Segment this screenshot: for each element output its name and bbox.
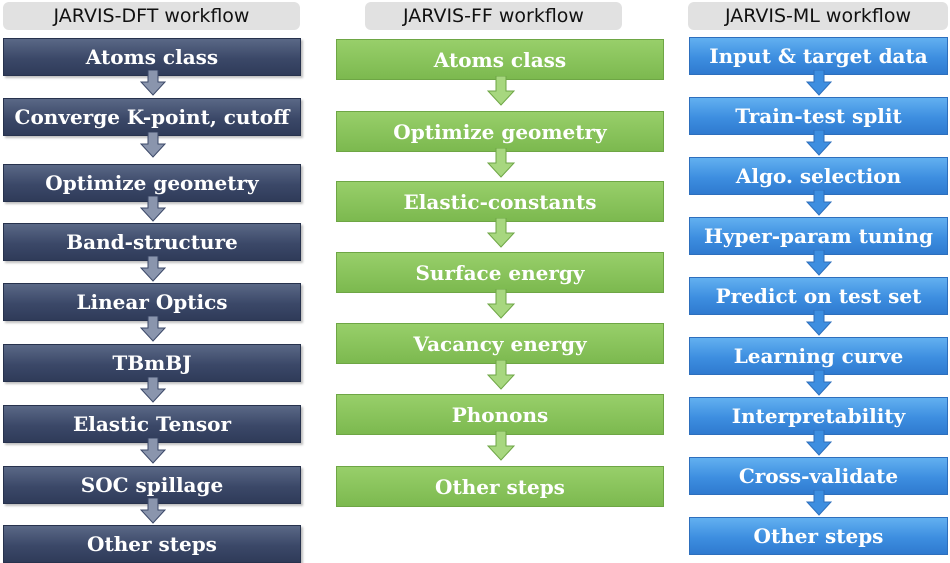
dft-step: Linear Optics xyxy=(3,283,301,321)
down-arrow-icon xyxy=(487,431,515,461)
dft-workflow-column: Atoms class Converge K-point, cutoff Opt… xyxy=(3,38,301,563)
down-arrow-icon xyxy=(487,218,515,248)
down-arrow-icon xyxy=(806,250,832,276)
ff-workflow-column: Atoms class Optimize geometry Elastic-co… xyxy=(336,36,664,510)
down-arrow-icon xyxy=(140,498,166,524)
down-arrow-icon xyxy=(140,132,166,158)
down-arrow-icon xyxy=(806,310,832,336)
down-arrow-icon xyxy=(487,360,515,390)
ml-step: Train-test split xyxy=(689,97,948,135)
down-arrow-icon xyxy=(806,430,832,456)
dft-step: Elastic Tensor xyxy=(3,405,301,443)
ff-step: Vacancy energy xyxy=(336,323,664,364)
ff-workflow-title: JARVIS-FF workflow xyxy=(365,2,622,30)
down-arrow-icon xyxy=(140,438,166,464)
down-arrow-icon xyxy=(140,70,166,96)
ml-step: Algo. selection xyxy=(689,157,948,195)
ml-step: Input & target data xyxy=(689,37,948,75)
down-arrow-icon xyxy=(806,130,832,156)
down-arrow-icon xyxy=(140,377,166,403)
down-arrow-icon xyxy=(806,370,832,396)
down-arrow-icon xyxy=(487,148,515,178)
down-arrow-icon xyxy=(806,490,832,516)
ff-step: Optimize geometry xyxy=(336,111,664,152)
ml-workflow-column: Input & target data Train-test split Alg… xyxy=(689,36,948,558)
down-arrow-icon xyxy=(140,316,166,342)
ml-step: Predict on test set xyxy=(689,277,948,315)
down-arrow-icon xyxy=(806,70,832,96)
dft-workflow-title: JARVIS-DFT workflow xyxy=(3,2,300,30)
down-arrow-icon xyxy=(806,190,832,216)
ff-step: Elastic-constants xyxy=(336,181,664,222)
ff-step: Phonons xyxy=(336,394,664,435)
dft-step: Converge K-point, cutoff xyxy=(3,98,301,136)
ml-workflow-title: JARVIS-ML workflow xyxy=(688,2,948,30)
ml-step: Interpretability xyxy=(689,397,948,435)
ff-step: Atoms class xyxy=(336,39,664,80)
ml-step: Cross-validate xyxy=(689,457,948,495)
ml-step: Other steps xyxy=(689,517,948,555)
down-arrow-icon xyxy=(487,76,515,106)
down-arrow-icon xyxy=(140,196,166,222)
dft-step: Other steps xyxy=(3,525,301,563)
down-arrow-icon xyxy=(140,256,166,282)
ff-step: Other steps xyxy=(336,466,664,507)
down-arrow-icon xyxy=(487,289,515,319)
dft-step: TBmBJ xyxy=(3,344,301,382)
dft-step: Band-structure xyxy=(3,223,301,261)
ff-step: Surface energy xyxy=(336,252,664,293)
